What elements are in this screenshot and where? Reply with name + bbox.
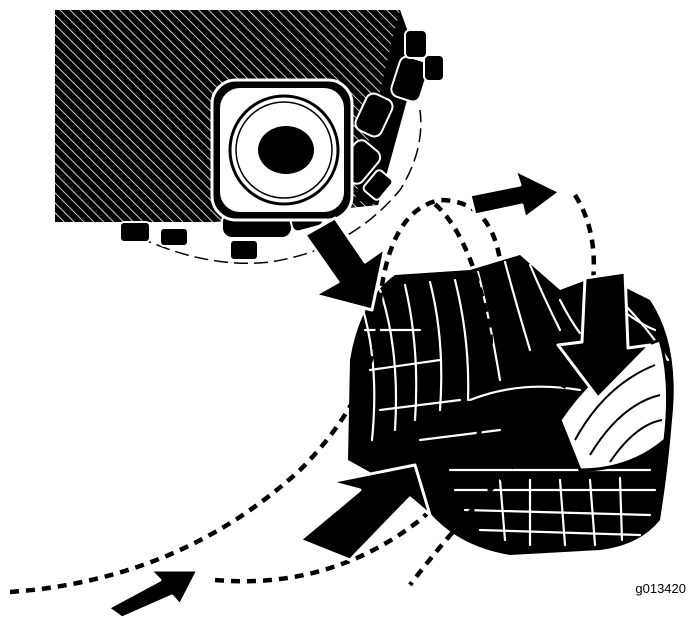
arrow-wheel-to-stump [303, 216, 387, 312]
flow-arrow-icon [106, 168, 652, 618]
grinder-wheel-icon [210, 78, 354, 222]
arrow-down-right [556, 270, 652, 400]
figure-id-label: g013420 [635, 581, 686, 596]
arrow-bottom-center [298, 463, 432, 562]
arrow-top-right [468, 168, 562, 220]
arrow-bottom-left [106, 568, 200, 618]
flow-path-middle [214, 198, 494, 584]
flow-path-outer [9, 197, 503, 595]
flow-paths [9, 193, 597, 595]
wheel-path-arc [119, 109, 422, 265]
flow-path-right [408, 193, 597, 587]
